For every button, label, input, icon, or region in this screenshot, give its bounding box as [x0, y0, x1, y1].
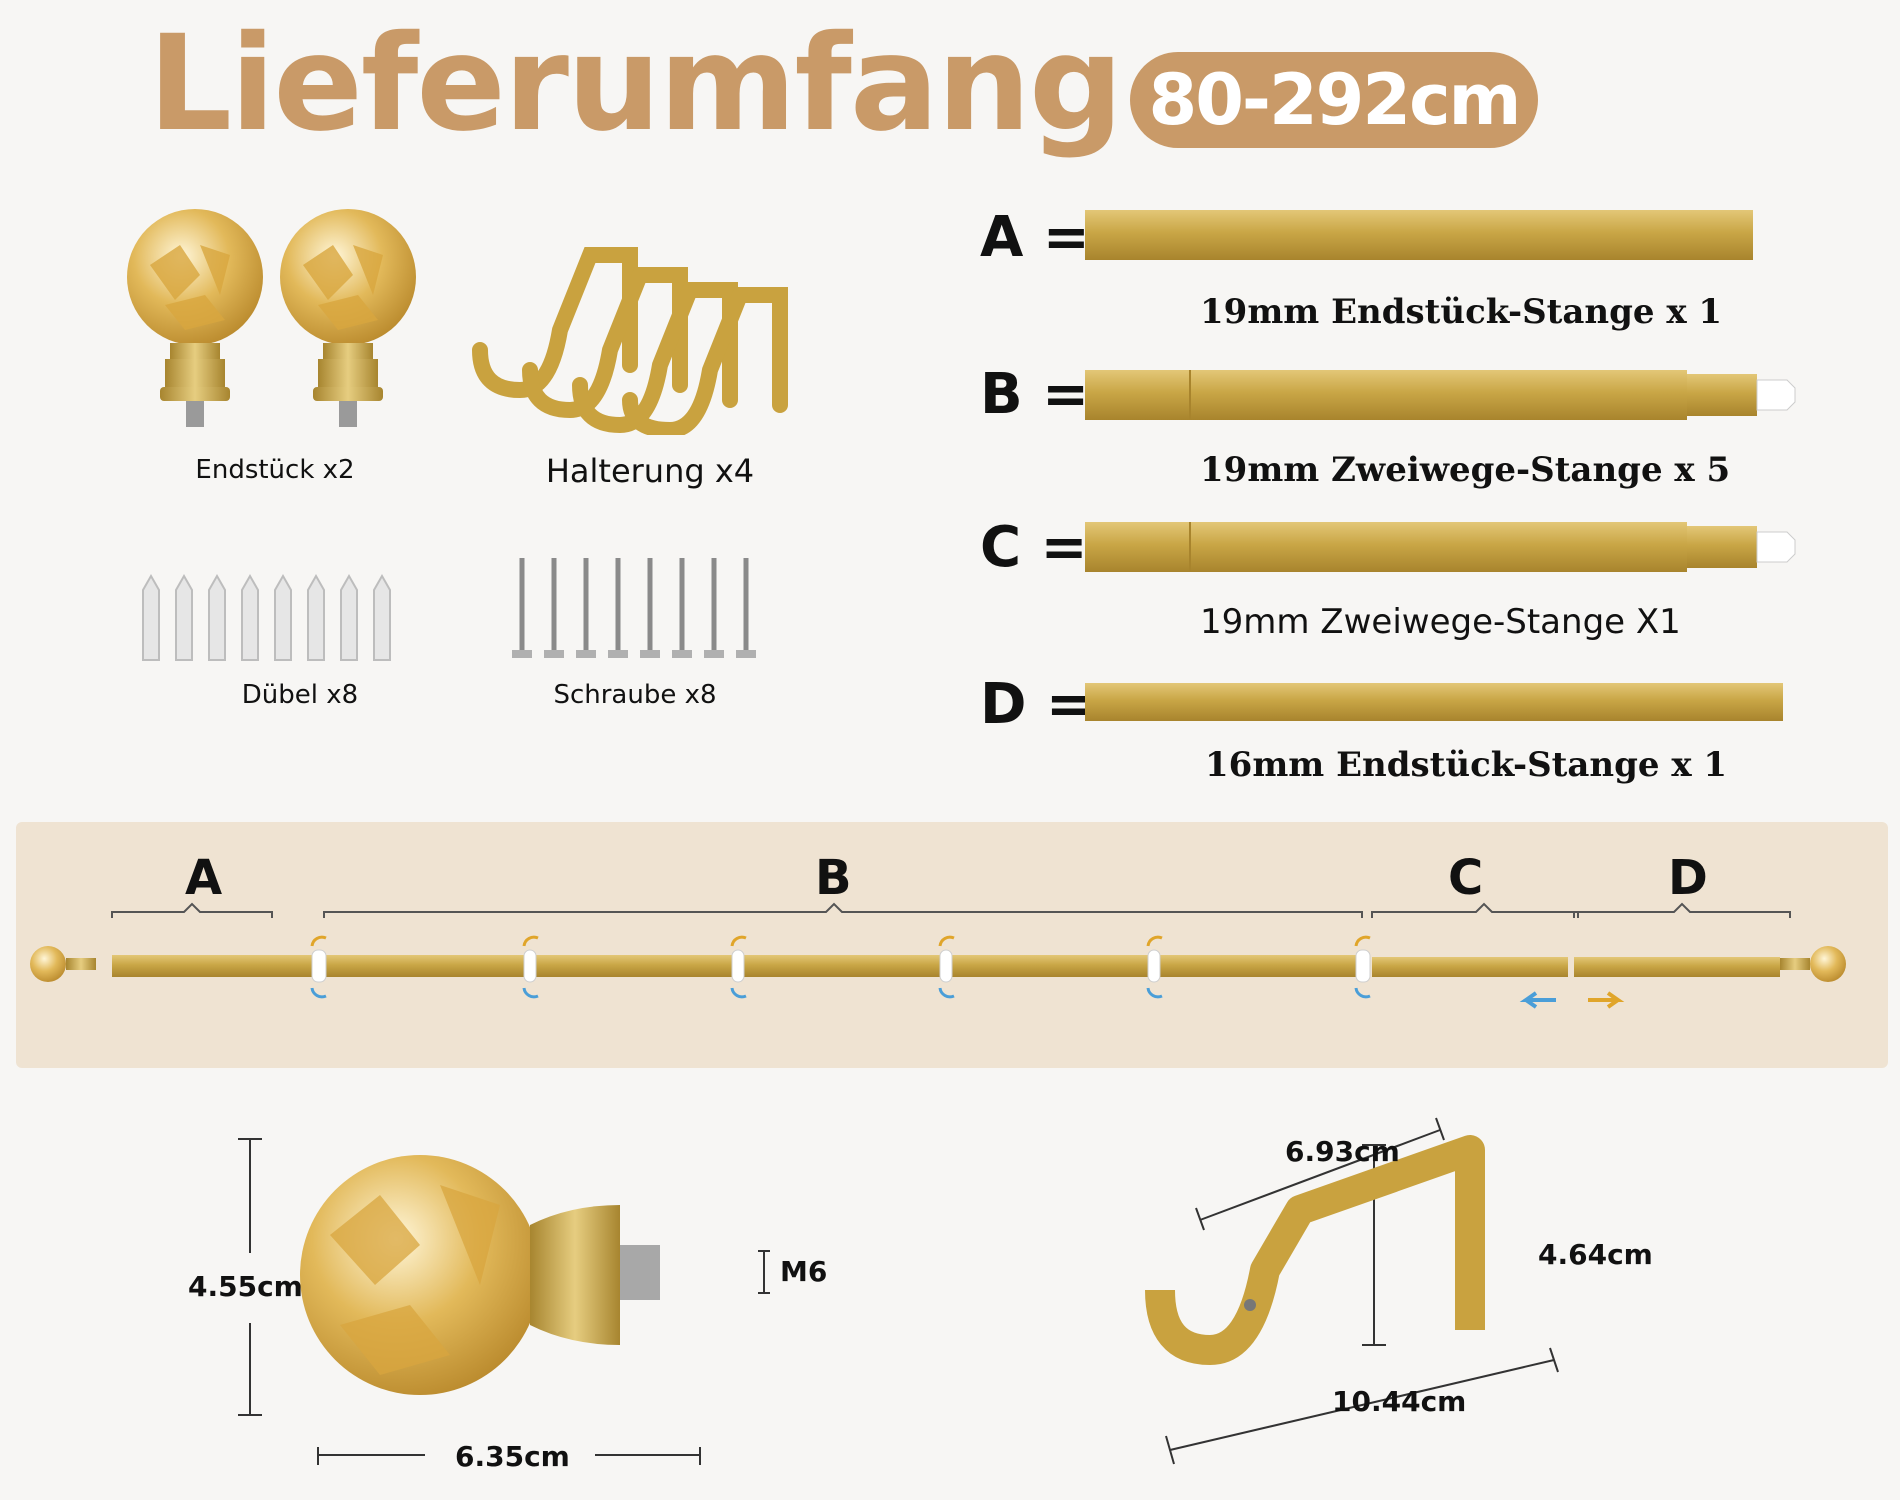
bracket-height-label: 4.64cm: [1538, 1238, 1653, 1271]
finial-width-label: 6.35cm: [455, 1440, 570, 1473]
length-badge: 80-292cm: [1130, 52, 1538, 148]
rod-c-image: [1085, 522, 1796, 572]
endstueck-label: Endstück x2: [195, 455, 355, 485]
rod-c-desc: 19mm Zweiwege-Stange X1: [1200, 602, 1681, 642]
segment-label-a: A: [185, 850, 223, 906]
assembly-diagram: [30, 902, 1846, 1009]
finial-thread-label: M6: [780, 1255, 828, 1288]
finial-icon: [30, 946, 96, 982]
dowels-image: [142, 573, 391, 661]
rod-b-letter: B =: [980, 362, 1090, 427]
finial-dimension-drawing: [238, 1138, 770, 1465]
rod-c-letter: C =: [980, 515, 1088, 580]
rod-a-letter: A =: [980, 205, 1090, 270]
segment-label-d: D: [1668, 850, 1708, 906]
rod-d-letter: D =: [980, 672, 1093, 737]
finial-icon: [1780, 946, 1846, 982]
bracket-base-label: 10.44cm: [1332, 1385, 1467, 1418]
halterung-label: Halterung x4: [545, 452, 755, 490]
bracket-dimension-drawing: [1145, 1117, 1559, 1465]
schraube-label: Schraube x8: [553, 680, 717, 710]
finial-icon: [127, 209, 263, 427]
segment-label-c: C: [1448, 850, 1484, 906]
rod-a-desc: 19mm Endstück-Stange x 1: [1200, 292, 1723, 332]
finial-icon: [280, 209, 416, 427]
screws-image: [512, 558, 756, 658]
rod-a-image: [1085, 210, 1753, 260]
page-title: Lieferumfang: [148, 7, 1123, 161]
bracket-top-label: 6.93cm: [1285, 1135, 1400, 1168]
rod-b-desc: 19mm Zweiwege-Stange x 5: [1200, 450, 1731, 490]
rod-b-image: [1085, 370, 1796, 420]
assembly-strip: [16, 822, 1888, 1068]
segment-label-b: B: [815, 850, 852, 906]
finials-image: [127, 209, 416, 427]
duebel-label: Dübel x8: [241, 680, 359, 710]
slide-arrows-icon: [1519, 991, 1625, 1009]
rod-d-desc: 16mm Endstück-Stange x 1: [1205, 745, 1728, 785]
rod-d-image: [1085, 683, 1783, 721]
rotate-arrow-icon: [310, 935, 1371, 999]
finial-height-label: 4.55cm: [188, 1270, 303, 1303]
brackets-image: [472, 247, 788, 435]
